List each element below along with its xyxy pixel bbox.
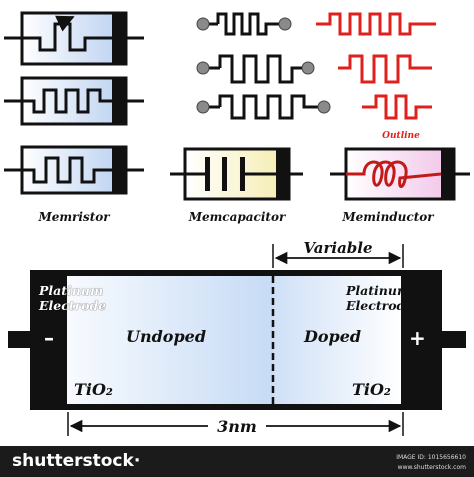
plus-sign: +	[409, 326, 426, 350]
left-electrode	[36, 276, 67, 404]
variable-dimension	[272, 244, 404, 268]
stock-footer: shutterstock· IMAGE ID: 1015656610 www.s…	[0, 446, 474, 477]
tio2-right-label: TiO₂	[352, 380, 391, 399]
memristor-zigzag-3	[196, 94, 331, 120]
variable-label: Variable	[303, 239, 372, 257]
doped-label: Doped	[304, 327, 362, 346]
minus-sign: –	[44, 326, 54, 350]
left-electrode-label: Platinum Electrode	[39, 283, 107, 313]
outline-symbol-1	[316, 12, 436, 36]
tio2-device	[8, 270, 466, 410]
undoped-label: Undoped	[126, 327, 206, 346]
memristor-symbol-1	[4, 11, 144, 66]
image-id: IMAGE ID: 1015656610	[396, 454, 466, 461]
meminductor-label: Meminductor	[341, 210, 435, 224]
left-lead	[8, 331, 36, 348]
outline-label: Outline	[382, 131, 420, 141]
memristor-zigzag-2	[196, 54, 315, 84]
memristor-label: Memristor	[37, 210, 111, 224]
doped-region	[273, 276, 401, 404]
undoped-region	[36, 276, 273, 404]
outline-symbol-2	[338, 54, 432, 84]
right-lead	[438, 331, 466, 348]
memristor-symbol-3	[4, 145, 144, 195]
memristor-symbol-2	[4, 76, 144, 126]
meminductor-symbol	[330, 147, 470, 201]
right-electrode-label: Platinum Electrode	[346, 283, 414, 313]
memcapacitor-label: Memcapacitor	[188, 210, 287, 224]
memcapacitor-symbol	[170, 147, 303, 201]
tio2-left-label: TiO₂	[74, 380, 113, 399]
length-label: 3nm	[217, 417, 257, 436]
stock-site: www.shutterstock.com	[397, 464, 466, 471]
memristor-zigzag-1	[196, 12, 292, 36]
right-electrode	[401, 276, 436, 404]
length-dimension	[67, 412, 404, 436]
outline-symbol-3	[362, 94, 432, 120]
stock-brand: shutterstock·	[12, 451, 141, 471]
